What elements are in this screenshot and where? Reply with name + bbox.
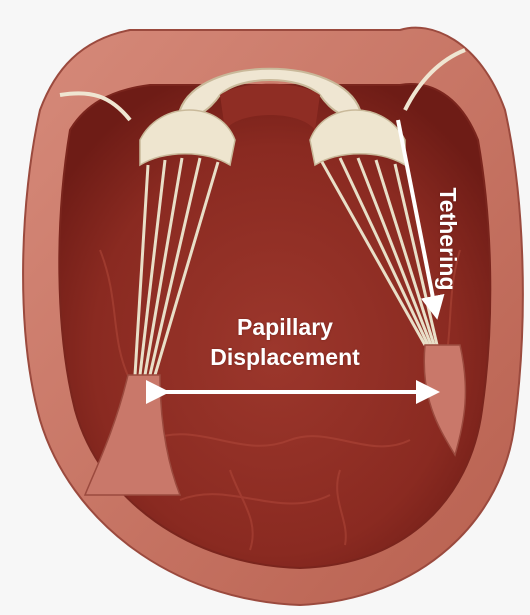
papillary-label-line2: Displacement	[190, 342, 380, 372]
papillary-displacement-label: Papillary Displacement	[190, 312, 380, 372]
tethering-label: Tethering	[433, 154, 463, 324]
papillary-label-line1: Papillary	[190, 312, 380, 342]
